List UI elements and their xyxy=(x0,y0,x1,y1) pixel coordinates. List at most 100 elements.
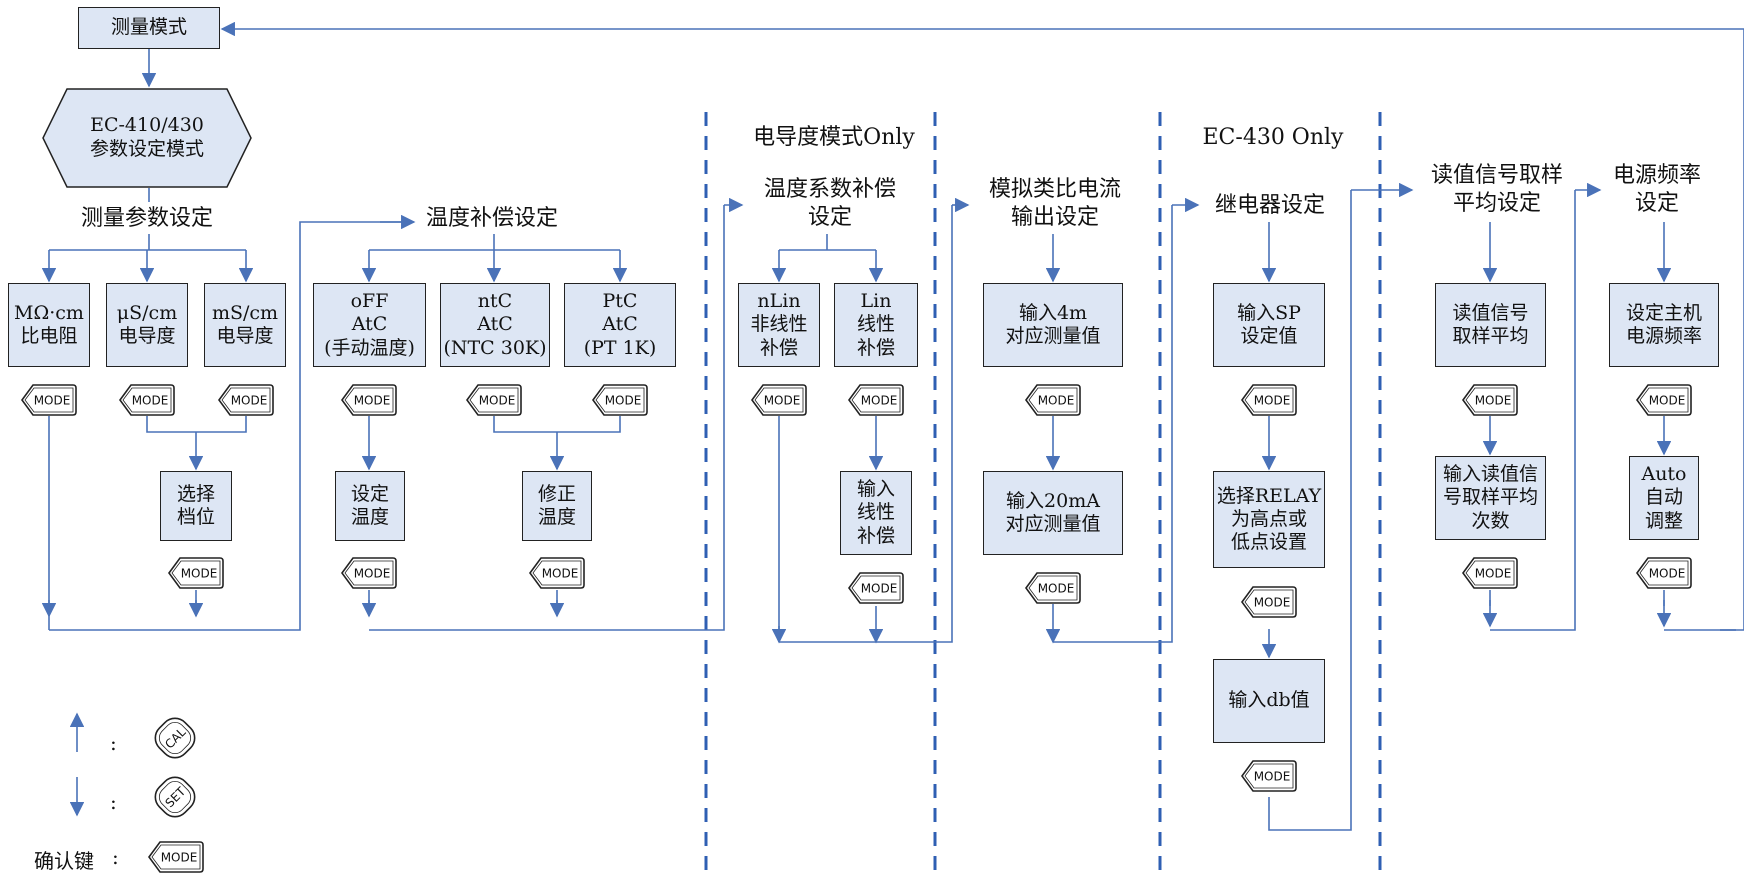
temp-coef-comp-label: 温度系数补偿 设定 xyxy=(763,177,896,230)
ec430-only-label: EC-430 Only xyxy=(1202,125,1344,150)
mode-key-label: MODE xyxy=(132,394,169,408)
mode-key-label: MODE xyxy=(1254,394,1291,408)
mode-key-icon-relay: MODE xyxy=(1241,586,1297,618)
off-atc-label: oFF AtC (手动温度) xyxy=(324,290,415,359)
sample-avg-box-label: 读值信号 取样平均 xyxy=(1452,301,1529,347)
mohm-cm-label: MΩ·cm 比电阻 xyxy=(14,301,84,347)
ms-cm-label: mS/cm 电导度 xyxy=(211,301,279,347)
mode-key-icon-20ma: MODE xyxy=(1025,572,1081,604)
select-relay-label: 选择RELAY 为高点或 低点设置 xyxy=(1216,484,1322,554)
mode-key-label: MODE xyxy=(1475,394,1512,408)
mode-key-label: MODE xyxy=(605,394,642,408)
mode-key-icon-ms: MODE xyxy=(218,384,274,416)
mode-key-label: MODE xyxy=(479,394,516,408)
param-setting-mode-hexagon: EC-410/430 参数设定模式 xyxy=(42,88,252,188)
conductivity-only-label: 电导度模式Only xyxy=(753,125,915,150)
fix-temp-box: 修正 温度 xyxy=(522,471,592,541)
input-20ma-box: 输入20mA 对应测量值 xyxy=(983,471,1123,555)
mode-key-label: MODE xyxy=(861,582,898,596)
lin-box: Lin 线性 补偿 xyxy=(834,283,918,367)
ptc-atc-box: PtC AtC (PT 1K) xyxy=(564,283,676,367)
temp-comp-label: 温度补偿设定 xyxy=(425,206,558,231)
sample-avg-label: 读值信号取样 平均设定 xyxy=(1430,163,1563,216)
param-setting-mode-label: EC-410/430 参数设定模式 xyxy=(89,114,204,160)
mode-key-icon-ptc: MODE xyxy=(592,384,648,416)
mode-key-icon-fix-temp: MODE xyxy=(529,557,585,589)
measure-params-label: 测量参数设定 xyxy=(80,206,213,231)
ntc-atc-box: ntC AtC (NTC 30K) xyxy=(440,283,550,367)
input-4m-box: 输入4m 对应测量值 xyxy=(983,283,1123,367)
measure-mode-box: 测量模式 xyxy=(78,7,220,49)
mode-key-label: MODE xyxy=(34,394,71,408)
mode-key-label: MODE xyxy=(861,394,898,408)
input-db-label: 输入db值 xyxy=(1228,689,1310,712)
connector-line xyxy=(493,416,621,433)
mode-key-label: MODE xyxy=(1649,567,1686,581)
mode-key-label: MODE xyxy=(542,567,579,581)
mode-key-icon-4m: MODE xyxy=(1025,384,1081,416)
mode-key-label: MODE xyxy=(354,567,391,581)
mode-key-icon-input-lin: MODE xyxy=(848,572,904,604)
mode-key-icon-sample: MODE xyxy=(1462,384,1518,416)
input-lin-box: 输入 线性 补偿 xyxy=(840,471,912,555)
fix-temp-label: 修正 温度 xyxy=(537,482,576,528)
legend-down-colon: : xyxy=(110,790,117,814)
input-db-box: 输入db值 xyxy=(1213,659,1325,743)
mode-key-label: MODE xyxy=(764,394,801,408)
set-power-freq-label: 设定主机 电源频率 xyxy=(1625,301,1702,347)
mode-key-label: MODE xyxy=(231,394,268,408)
sample-avg-box: 读值信号 取样平均 xyxy=(1435,283,1546,367)
measure-mode-label: 测量模式 xyxy=(110,16,187,39)
us-cm-box: μS/cm 电导度 xyxy=(106,283,188,367)
mode-key-icon-off-atc: MODE xyxy=(341,384,397,416)
mode-key-icon-lin: MODE xyxy=(848,384,904,416)
input-sp-box: 输入SP 设定值 xyxy=(1213,283,1325,367)
connector-line xyxy=(146,416,247,433)
connector-line xyxy=(49,221,412,631)
mode-key-icon-sp: MODE xyxy=(1241,384,1297,416)
mode-key-icon-us: MODE xyxy=(119,384,175,416)
mode-key-label: MODE xyxy=(1038,394,1075,408)
nlin-box: nLin 非线性 补偿 xyxy=(738,283,820,367)
mode-key-label: MODE xyxy=(1038,582,1075,596)
connector-line xyxy=(369,205,725,631)
mode-key-icon-range: MODE xyxy=(168,557,224,589)
select-relay-box: 选择RELAY 为高点或 低点设置 xyxy=(1213,471,1325,568)
nlin-label: nLin 非线性 补偿 xyxy=(750,290,808,359)
connector-line xyxy=(1490,190,1576,631)
mohm-cm-box: MΩ·cm 比电阻 xyxy=(8,283,90,367)
mode-key-icon-sample-count: MODE xyxy=(1462,557,1518,589)
mode-key-label: MODE xyxy=(1475,567,1512,581)
analog-output-label: 模拟类比电流 输出设定 xyxy=(988,177,1121,230)
legend-mode-key-icon: MODE xyxy=(148,841,204,873)
auto-adjust-label: Auto 自动 调整 xyxy=(1641,463,1687,532)
legend-up-colon: : xyxy=(110,731,117,755)
connector-line xyxy=(1268,190,1352,831)
legend-confirm-colon: : xyxy=(112,845,119,869)
set-temp-box: 设定 温度 xyxy=(335,471,405,541)
connector-line xyxy=(1053,205,1173,643)
mode-key-icon-db: MODE xyxy=(1241,760,1297,792)
mode-key-label: MODE xyxy=(354,394,391,408)
cal-key-icon: CAL xyxy=(154,717,196,759)
mode-key-label: MODE xyxy=(1254,596,1291,610)
lin-label: Lin 线性 补偿 xyxy=(856,290,895,359)
mode-key-icon-set-temp: MODE xyxy=(341,557,397,589)
set-power-freq-box: 设定主机 电源频率 xyxy=(1609,283,1719,367)
mode-key-label: MODE xyxy=(181,567,218,581)
connector-line xyxy=(779,205,953,643)
input-lin-label: 输入 线性 补偿 xyxy=(856,478,895,547)
us-cm-label: μS/cm 电导度 xyxy=(116,301,178,347)
ntc-atc-label: ntC AtC (NTC 30K) xyxy=(443,290,547,359)
input-sample-count-label: 输入读值信 号取样平均 次数 xyxy=(1442,463,1538,532)
mode-key-icon-ntc: MODE xyxy=(466,384,522,416)
set-key-icon: SET xyxy=(154,776,196,818)
mode-key-label: MODE xyxy=(161,851,198,865)
ptc-atc-label: PtC AtC (PT 1K) xyxy=(583,290,657,359)
select-range-box: 选择 档位 xyxy=(160,471,232,541)
ms-cm-box: mS/cm 电导度 xyxy=(204,283,286,367)
auto-adjust-box: Auto 自动 调整 xyxy=(1629,456,1699,540)
input-4m-label: 输入4m 对应测量值 xyxy=(1005,301,1101,347)
legend-confirm-label: 确认键 xyxy=(34,849,94,873)
